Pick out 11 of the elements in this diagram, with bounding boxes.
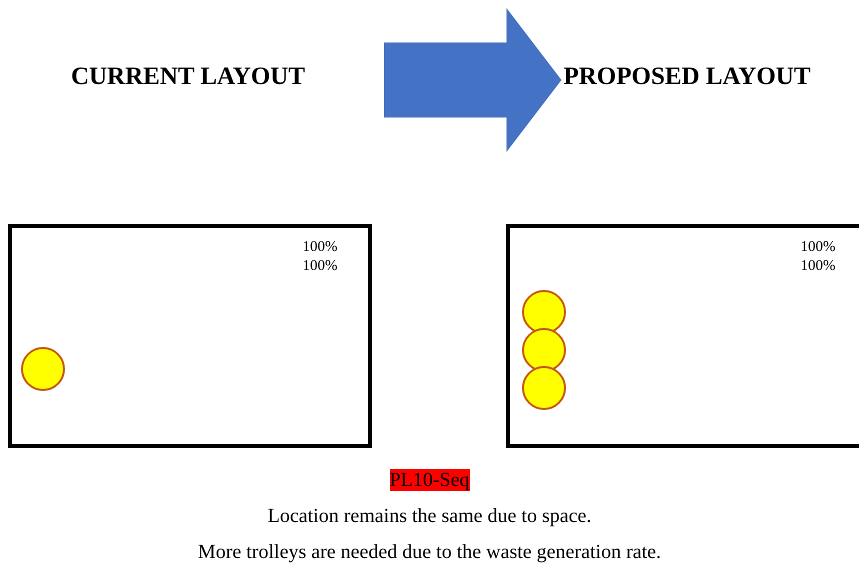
layout-heading: PROPOSED LAYOUT <box>563 62 811 92</box>
layout-area <box>8 224 372 448</box>
code-tag: PL10-Seq <box>390 469 470 491</box>
trolley-circle <box>522 366 566 410</box>
trolley-circle <box>21 347 65 391</box>
layout-area <box>506 224 859 448</box>
percentage-text: 100% 100% <box>800 238 836 276</box>
percentage-text: 100% 100% <box>302 238 338 276</box>
note-text: More trolleys are needed due to the waste generation rate. <box>198 541 662 563</box>
note-text: Location remains the same due to space. <box>268 505 592 527</box>
layout-heading: CURRENT LAYOUT <box>70 62 306 92</box>
